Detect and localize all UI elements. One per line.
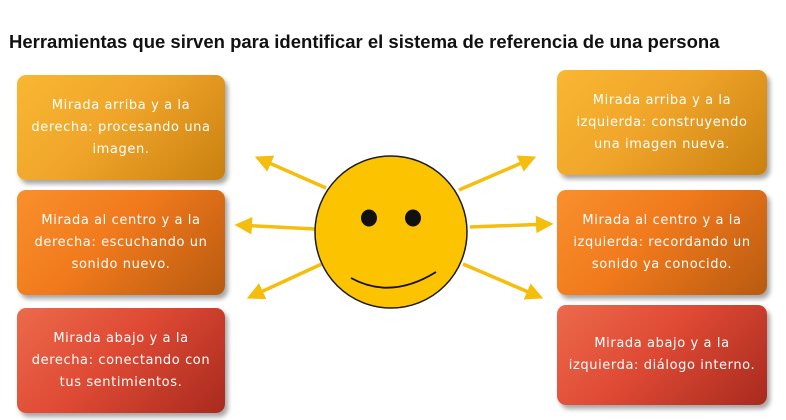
arrow-lower-left [246,260,327,300]
box-right-middle-text: Mirada al centro y a la izquierda: recor… [573,212,751,272]
box-left-middle-text: Mirada al centro y a la derecha: escucha… [34,212,208,272]
box-right-top-text: Mirada arriba y a la izquierda: construy… [576,92,748,152]
box-right-bottom-text: Mirada abajo y a la izquierda: diálogo i… [568,336,756,373]
arrow-middle-left [234,216,316,235]
right-eye [405,209,421,227]
arrow-upper-right [458,155,537,192]
box-right-middle: Mirada al centro y a la izquierda: recor… [557,190,767,295]
smiley-face-icon [314,155,468,309]
page-title: Herramientas que sirven para identificar… [9,31,720,52]
box-left-top: Mirada arriba y a la derecha: procesando… [17,75,225,180]
arrows [234,155,554,300]
arrow-middle-right [469,215,554,234]
arrow-lower-right [462,262,544,300]
arrow-upper-left [254,155,327,190]
box-right-top: Mirada arriba y a la izquierda: construy… [557,70,767,175]
box-left-bottom-text: Mirada abajo y a la derecha: conectando … [31,330,211,390]
box-left-bottom: Mirada abajo y a la derecha: conectando … [17,308,225,413]
mouth [350,271,437,289]
box-left-middle: Mirada al centro y a la derecha: escucha… [17,190,225,295]
box-right-bottom: Mirada abajo y a la izquierda: diálogo i… [557,305,767,405]
left-eye [361,209,377,227]
box-left-top-text: Mirada arriba y a la derecha: procesando… [31,97,211,157]
